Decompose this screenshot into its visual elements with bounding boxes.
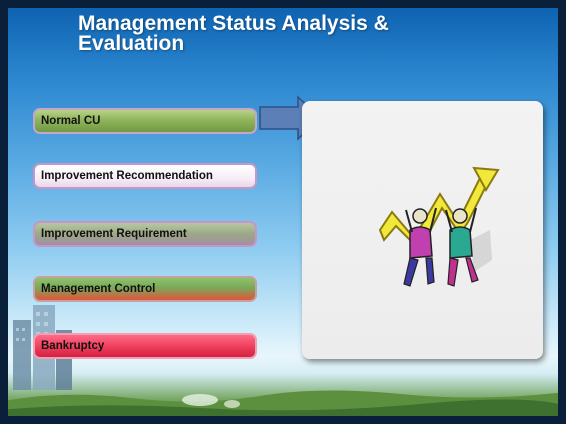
people-lifting-chart-arrow-icon <box>378 166 500 287</box>
improvement-requirement-button[interactable]: Improvement Requirement <box>33 221 257 247</box>
improvement-recommendation-button[interactable]: Improvement Recommendation <box>33 163 257 189</box>
bankruptcy-button[interactable]: Bankruptcy <box>33 333 257 359</box>
slide-title: Management Status Analysis & Evaluation <box>78 12 389 55</box>
grass-landscape-image <box>0 390 566 424</box>
management-control-button[interactable]: Management Control <box>33 276 257 302</box>
normal-cu-button[interactable]: Normal CU <box>33 108 257 134</box>
